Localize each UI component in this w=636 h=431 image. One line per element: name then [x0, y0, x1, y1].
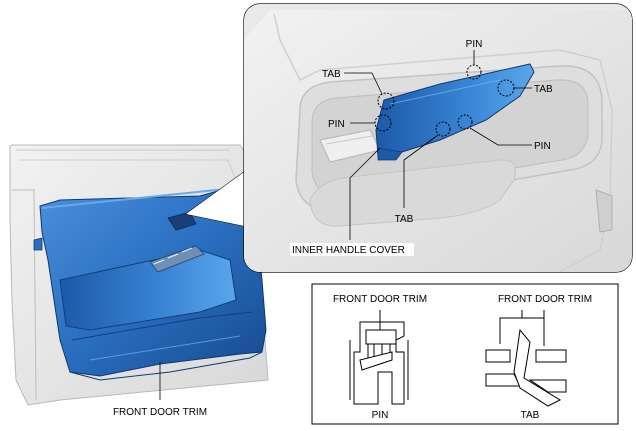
label-inner-handle-cover: INNER HANDLE COVER	[292, 245, 405, 256]
door-illustration	[9, 144, 269, 406]
label-front-door-trim: FRONT DOOR TRIM	[113, 407, 207, 418]
label-pin-top: PIN	[466, 39, 483, 50]
label-tab-left: TAB	[322, 69, 341, 80]
legend-label-front-door-trim-right: FRONT DOOR TRIM	[498, 294, 592, 305]
tab-section-drawing	[485, 310, 567, 407]
pin-section-drawing	[349, 310, 409, 405]
label-tab-right: TAB	[534, 84, 553, 95]
label-pin-right: PIN	[534, 141, 551, 152]
label-tab-bottom: TAB	[395, 214, 414, 225]
legend-label-front-door-trim-left: FRONT DOOR TRIM	[333, 294, 427, 305]
legend-box	[311, 283, 619, 425]
legend-label-tab: TAB	[521, 410, 540, 421]
legend-label-pin: PIN	[372, 410, 389, 421]
label-pin-left: PIN	[328, 119, 345, 130]
detail-view	[243, 3, 633, 273]
